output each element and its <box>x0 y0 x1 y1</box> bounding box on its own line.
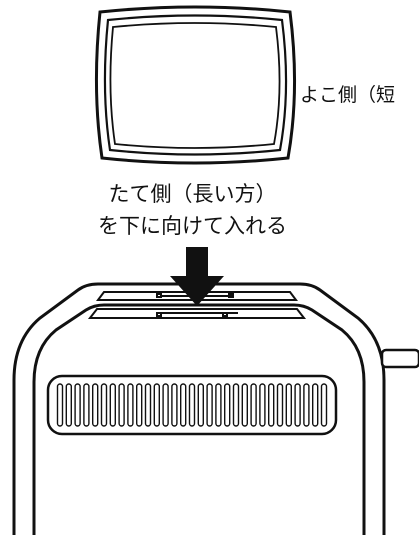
vent-slot <box>259 383 266 427</box>
vent-slot <box>320 383 328 427</box>
vent-slot <box>197 383 205 427</box>
vent-slot <box>276 383 284 427</box>
vent-slot <box>162 383 169 427</box>
vent-slot <box>285 383 292 427</box>
vent-slot <box>268 383 275 427</box>
vent-slot <box>303 383 310 427</box>
vent-slot <box>144 383 152 427</box>
vent-slot <box>74 383 81 427</box>
bread-slice <box>94 5 297 165</box>
insert-instruction-label: を下に向けて入れる <box>98 214 287 238</box>
vent-slot <box>109 383 117 427</box>
short-side-label: よこ側（短 <box>300 84 396 106</box>
vent-slot <box>206 383 213 427</box>
bread-slots <box>87 291 307 319</box>
vent-slot <box>232 383 240 427</box>
vent-slot <box>294 383 301 427</box>
vent-slot <box>100 383 108 427</box>
vent-slot <box>65 383 73 427</box>
vent-slot <box>312 383 319 427</box>
vent-slot <box>83 383 90 427</box>
vent-slot <box>223 383 231 427</box>
toaster-body <box>12 282 386 535</box>
vent-slot <box>250 383 257 427</box>
side-lever-icon <box>380 348 419 369</box>
vent-slot <box>56 383 64 427</box>
vent-slot <box>215 383 222 427</box>
vent-slot <box>91 383 99 427</box>
vent-slot <box>171 383 178 427</box>
vent-slot <box>135 383 143 427</box>
insert-arrow-icon <box>170 247 224 306</box>
long-side-label: たて側（長い方） <box>108 182 277 206</box>
front-vent-grille <box>46 374 338 436</box>
vent-slot <box>153 383 161 427</box>
vent-slot <box>241 383 249 427</box>
vent-slot <box>188 383 196 427</box>
vent-slot <box>118 383 125 427</box>
vent-slot <box>179 383 187 427</box>
vent-slot <box>127 383 134 427</box>
